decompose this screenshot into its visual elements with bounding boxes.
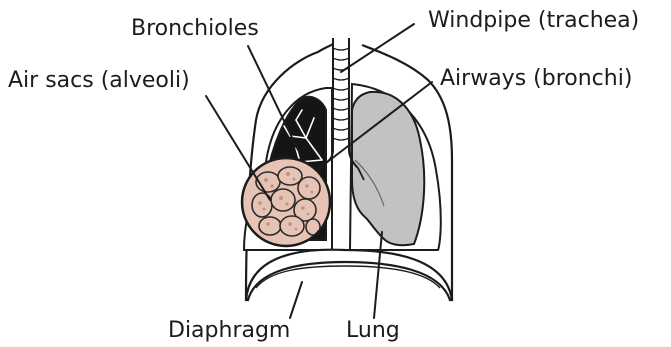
label-diaphragm: Diaphragm bbox=[168, 318, 290, 344]
leader-windpipe bbox=[341, 24, 414, 72]
label-windpipe: Windpipe (trachea) bbox=[428, 8, 639, 34]
label-air-sacs: Air sacs (alveoli) bbox=[8, 68, 190, 94]
label-lung: Lung bbox=[346, 318, 400, 344]
label-bronchioles: Bronchioles bbox=[131, 16, 259, 42]
label-airways: Airways (bronchi) bbox=[440, 66, 632, 92]
alveoli-magnified bbox=[242, 158, 330, 246]
tracheal-rings bbox=[333, 48, 349, 140]
leader-air-sacs bbox=[206, 96, 270, 200]
leader-diaphragm bbox=[290, 282, 302, 318]
